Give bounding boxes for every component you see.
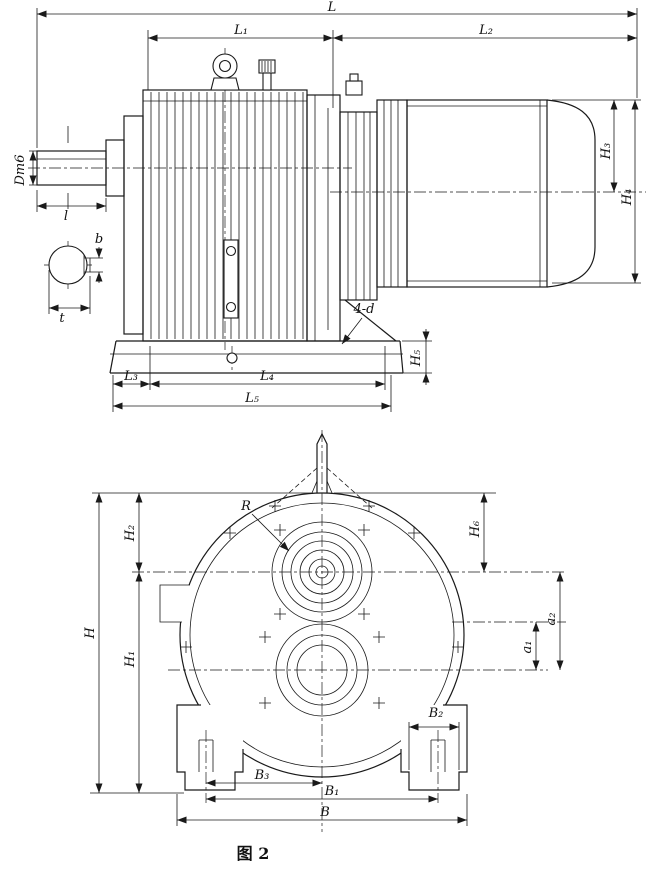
- figure-caption: 图 2: [237, 844, 270, 863]
- gearbox-body: [105, 89, 308, 342]
- input-shaft: [36, 150, 107, 186]
- side-view-labels: L L₁ L₂ Dm6 l b t 4-d H₅ L₃ L₄ L₅ H₃ H₄: [13, 0, 635, 406]
- side-view-dimensions: [29, 8, 641, 412]
- label-key-width: b: [95, 232, 103, 247]
- side-cover-tab: [159, 584, 190, 623]
- front-view-dimensions: [90, 492, 564, 826]
- label-B2: B₂: [428, 706, 444, 721]
- base-side: [109, 340, 404, 374]
- label-B3: B₃: [254, 768, 270, 783]
- front-view: R H₂ H₆ H H₁ a₁ a₂ B₂ B₃ B₁ B: [83, 430, 566, 832]
- oil-level-gauge: [223, 239, 239, 319]
- label-H4: H₄: [620, 189, 635, 207]
- front-view-centerlines: [132, 430, 566, 832]
- label-L4: L₄: [259, 369, 274, 384]
- label-mounting-holes: 4-d: [353, 302, 375, 317]
- label-H: H: [83, 627, 98, 640]
- label-L5: L₅: [244, 391, 260, 406]
- front-view-labels: R H₂ H₆ H H₁ a₁ a₂ B₂ B₃ B₁ B: [83, 499, 559, 820]
- label-key-depth: t: [59, 311, 65, 326]
- label-shaft-length: l: [64, 209, 68, 224]
- left-foot: [176, 704, 244, 803]
- label-L2: L₂: [478, 23, 493, 38]
- key-section-detail: [48, 245, 91, 285]
- label-L1: L₁: [233, 23, 248, 38]
- label-L: L: [327, 0, 337, 15]
- label-H6: H₆: [468, 521, 483, 539]
- label-B1: B₁: [324, 784, 340, 799]
- label-B: B: [319, 805, 330, 820]
- label-H2: H₂: [123, 525, 138, 543]
- lifting-eyebolt: [210, 53, 240, 91]
- label-H5: H₅: [409, 349, 424, 367]
- label-R: R: [240, 499, 251, 514]
- label-a2: a₂: [544, 613, 559, 626]
- adapter-housing: [306, 73, 397, 342]
- motor-body: [376, 99, 596, 288]
- label-H3: H₃: [599, 143, 614, 161]
- label-H1: H₁: [123, 651, 138, 669]
- label-L3: L₃: [123, 369, 138, 384]
- vent-plug: [258, 59, 276, 91]
- label-a1: a₁: [520, 641, 535, 654]
- side-view-centerlines: [28, 48, 646, 370]
- bolt-cross-marks: [180, 500, 464, 743]
- label-shaft-diameter: Dm6: [13, 154, 28, 186]
- side-view: L L₁ L₂ Dm6 l b t 4-d H₅ L₃ L₄ L₅ H₃ H₄: [13, 0, 646, 412]
